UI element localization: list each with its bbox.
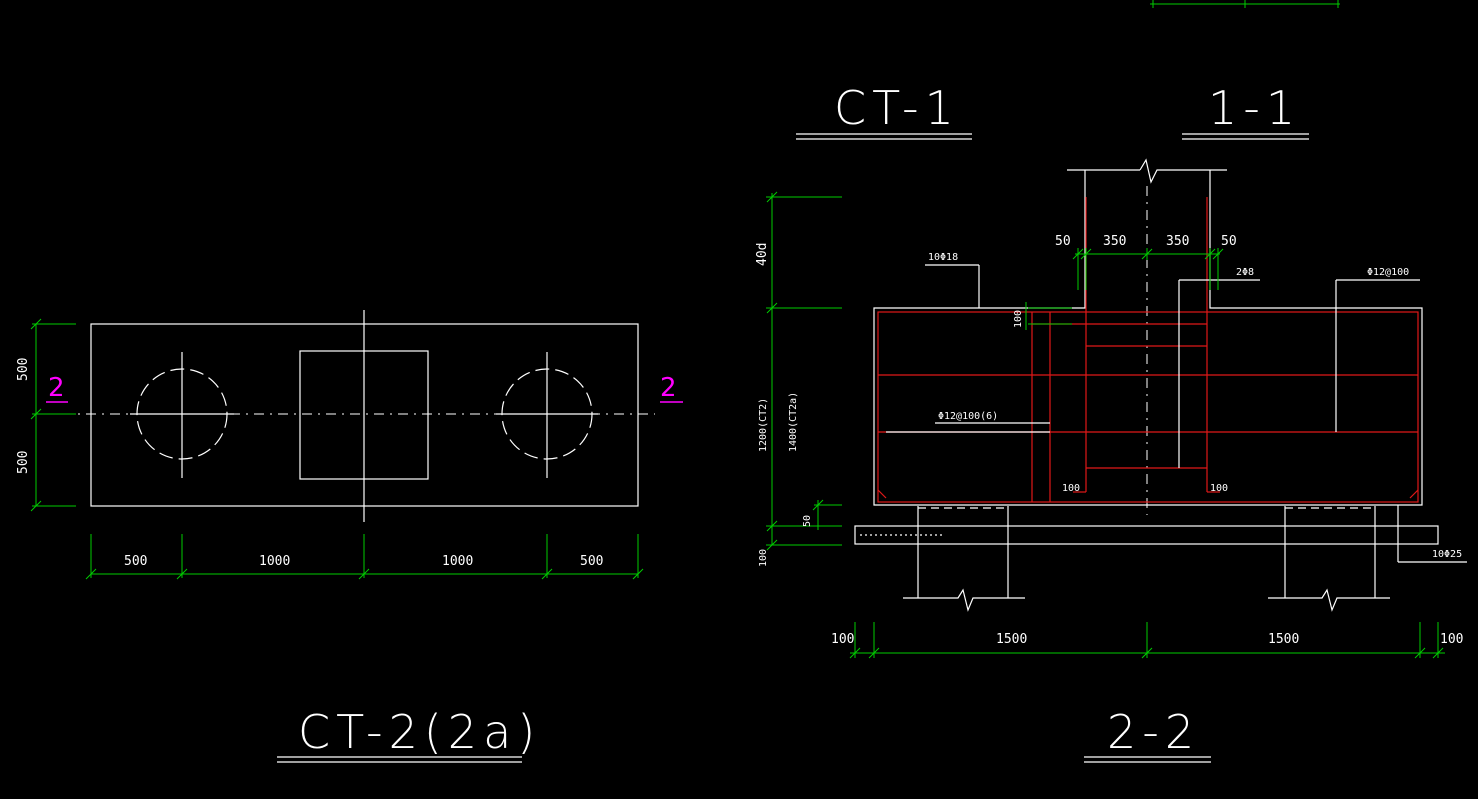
blinding-layer (854, 525, 1439, 545)
section-dim-top-2: 350 (1103, 234, 1126, 249)
section-dim-40d: 40d (755, 243, 770, 266)
plan-dim-bottom-1: 500 (124, 554, 147, 569)
section-dim-left: 40d 1200(CT2) 1400(CT2a) 50 100 (755, 191, 842, 567)
section-dim-1200: 1200(CT2) (758, 398, 769, 452)
section-marker-left: 2 (48, 373, 65, 403)
label-side-bars: Φ12@100 (1367, 267, 1409, 278)
label-top-bars: 10Φ18 (928, 252, 958, 263)
section-dim-50: 50 (802, 515, 813, 527)
title-section-1-1: 1-1 (1182, 81, 1309, 140)
label-bottom-bars: 10Φ25 (1432, 549, 1462, 560)
section-dim-inner-right: 100 (1210, 483, 1228, 494)
section-view: 10Φ18 2Φ8 Φ12@100 Φ12@100(6) 10Φ25 (755, 158, 1467, 659)
plan-dim-bottom-3: 1000 (442, 554, 473, 569)
title-section-2-2: 2-2 (1084, 705, 1211, 763)
title-ct1-text: CT-1 (834, 81, 960, 135)
section-dim-bottom: 100 1500 1500 100 (831, 622, 1463, 659)
section-dim-bottom-3: 1500 (1268, 632, 1299, 647)
rebar-labels: 10Φ18 2Φ8 Φ12@100 Φ12@100(6) 10Φ25 (886, 252, 1467, 563)
section-dim-100-left: 100 (758, 549, 769, 567)
plan-dim-bottom-2: 1000 (259, 554, 290, 569)
title-section-2-2-text: 2-2 (1107, 705, 1200, 759)
section-dim-bottom-4: 100 (1440, 632, 1463, 647)
title-ct2-text: CT-2(2a) (298, 705, 541, 759)
section-dim-top-1: 50 (1055, 234, 1071, 249)
section-dim-bottom-1: 100 (831, 632, 854, 647)
section-dim-bottom-2: 1500 (996, 632, 1027, 647)
title-ct1: CT-1 (796, 81, 972, 140)
section-dim-notch: 100 (1013, 302, 1072, 330)
section-dim-top: 50 350 350 50 (1055, 234, 1237, 290)
title-ct2: CT-2(2a) (277, 705, 541, 763)
title-section-1-1-text: 1-1 (1208, 81, 1301, 135)
plan-view: 2 2 500 500 500 1000 1000 500 (16, 310, 683, 580)
pile-right-section (1268, 506, 1390, 612)
label-stirrup-small: 2Φ8 (1236, 267, 1254, 278)
plan-dim-left-bottom: 500 (16, 451, 31, 474)
cap-outline (873, 170, 1423, 506)
label-stirrups: Φ12@100(6) (938, 411, 998, 422)
top-partial-dimension (1150, 0, 1340, 8)
section-dim-top-3: 350 (1166, 234, 1189, 249)
plan-dim-bottom-4: 500 (580, 554, 603, 569)
section-dim-top-4: 50 (1221, 234, 1237, 249)
column-break-line (1139, 158, 1227, 184)
reinforcement (877, 197, 1419, 503)
plan-dim-left-top: 500 (16, 358, 31, 381)
section-dim-1400: 1400(CT2a) (788, 392, 799, 452)
section-dim-notch-100: 100 (1013, 310, 1024, 328)
section-dim-inner-left: 100 (1062, 483, 1080, 494)
pile-left-section (903, 506, 1025, 612)
section-marker-right: 2 (660, 373, 677, 403)
